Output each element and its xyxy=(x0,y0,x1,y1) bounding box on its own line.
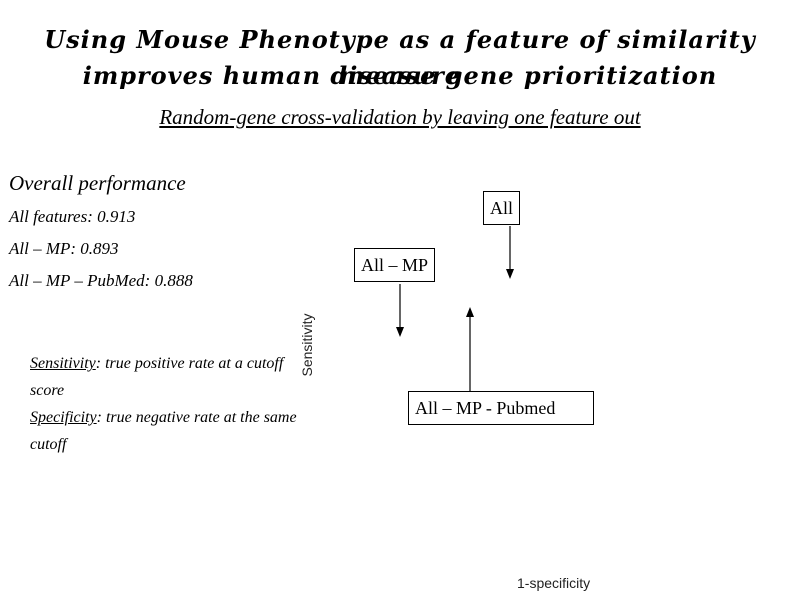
y-axis-label: Sensitivity xyxy=(299,313,315,377)
specificity-definition: : true negative rate at the same cutoff xyxy=(30,409,297,453)
slide-title-line-1: Using Mouse Phenotype as a feature of si… xyxy=(44,25,756,90)
specificity-term: Specificity xyxy=(30,409,97,426)
sensitivity-term: Sensitivity xyxy=(30,355,96,372)
performance-all-features: All features: 0.913 xyxy=(9,207,136,226)
performance-all-minus-mp: All – MP: 0.893 xyxy=(9,239,119,258)
performance-all-minus-mp-pubmed: All – MP – PubMed: 0.888 xyxy=(9,271,193,290)
box-all: All xyxy=(483,191,521,225)
box-all-minus-mp: All – MP xyxy=(354,248,436,282)
performance-heading: Overall performance xyxy=(9,171,186,195)
slide-subtitle: Random-gene cross-validation by leaving … xyxy=(159,105,641,129)
slide-title-line-2: improves human disease gene prioritizati… xyxy=(82,61,718,90)
box-all-minus-mp-pubmed: All – MP - Pubmed xyxy=(408,391,594,425)
x-axis-label: 1-specificity xyxy=(517,575,591,591)
sensitivity-definition: : true positive rate at a cutoff score xyxy=(30,355,284,399)
definitions-block: Sensitivity: true positive rate at a cut… xyxy=(30,350,300,458)
